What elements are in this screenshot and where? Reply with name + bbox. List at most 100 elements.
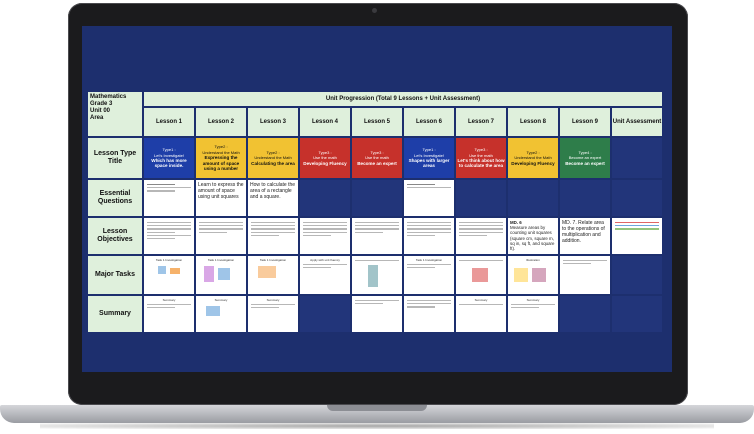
task-shape <box>368 265 378 287</box>
task-thumbnail[interactable]: Task 1 Investigation <box>404 256 454 294</box>
objective-code: MD. 6 <box>510 220 522 225</box>
text-line <box>199 231 227 233</box>
question-thumbnail[interactable] <box>144 180 194 216</box>
summary-thumbnail[interactable] <box>352 296 402 332</box>
laptop-shadow <box>40 423 714 429</box>
text-line <box>251 307 279 309</box>
text-line <box>303 264 347 266</box>
text-line <box>511 307 539 309</box>
lesson-type-card[interactable]: Type2 : Understand the Math Developing F… <box>508 138 558 178</box>
lesson-objective[interactable]: MD. 7. Relate area to the operations of … <box>560 218 610 254</box>
essential-question[interactable]: How to calculate the area of a rectangle… <box>248 180 298 216</box>
text-line <box>407 184 435 186</box>
text-line <box>407 234 435 236</box>
lesson-type-kind: Type3 : <box>474 147 488 153</box>
task-shape <box>218 268 230 280</box>
summary-thumbnail[interactable]: Summary <box>144 296 194 332</box>
task-thumbnail[interactable]: Apply with unit fluency <box>300 256 350 294</box>
task-thumbnail[interactable]: Task 1 Investigation <box>196 256 246 294</box>
lesson-type-name: Understand the Math <box>514 155 552 161</box>
task-title: Illustration <box>526 258 540 262</box>
text-line <box>147 234 191 236</box>
essential-question-text: How to calculate the area of a rectangle… <box>250 182 296 200</box>
row-header-lesson-type: Lesson Type Title <box>88 138 142 178</box>
column-header-lesson-7[interactable]: Lesson 7 <box>456 108 506 136</box>
summary-thumbnail[interactable]: Summary <box>248 296 298 332</box>
text-line <box>147 231 175 233</box>
column-header-lesson-2[interactable]: Lesson 2 <box>196 108 246 136</box>
text-line <box>355 260 399 262</box>
column-header-lesson-5[interactable]: Lesson 5 <box>352 108 402 136</box>
empty-cell <box>352 180 402 216</box>
unit-progression-table: Mathematics Grade 3 Unit 00 Area Unit Pr… <box>88 92 662 332</box>
task-shape <box>532 268 546 282</box>
lesson-objective[interactable]: MD. 6 Measure areas by counting unit squ… <box>508 218 558 254</box>
column-header-lesson-4[interactable]: Lesson 4 <box>300 108 350 136</box>
task-thumbnail[interactable] <box>456 256 506 294</box>
lesson-type-kind: Type3 : <box>318 149 332 155</box>
objective-text: MD. 7. Relate area to the operations of … <box>562 220 605 244</box>
objective-thumbnail[interactable] <box>612 218 662 254</box>
summary-title: Summary <box>526 298 540 302</box>
lesson-type-card[interactable]: Type1 : Let's Investigate! Which has mor… <box>144 138 194 178</box>
empty-cell <box>612 256 662 294</box>
summary-thumbnail[interactable]: Summary <box>508 296 558 332</box>
objective-thumbnail[interactable] <box>456 218 506 254</box>
lesson-type-card[interactable]: Type3 : Use the math Become an expert <box>352 138 402 178</box>
lesson-type-title: Let's think about how to calculate the a… <box>457 158 505 169</box>
lesson-type-card[interactable]: Type4 : Become an expert Become an exper… <box>560 138 610 178</box>
column-header-unit-assessment[interactable]: Unit Assessment <box>612 108 662 136</box>
text-line <box>251 228 295 230</box>
text-line <box>407 303 451 305</box>
summary-thumbnail[interactable] <box>404 296 454 332</box>
column-header-lesson-8[interactable]: Lesson 8 <box>508 108 558 136</box>
question-thumbnail[interactable] <box>404 180 454 216</box>
summary-thumbnail[interactable]: Summary <box>456 296 506 332</box>
objective-thumbnail[interactable] <box>300 218 350 254</box>
task-title: Task 1 Investigation <box>155 258 183 262</box>
lesson-type-title: Expressing the amount of space using a n… <box>202 155 240 172</box>
lesson-type-card[interactable]: Type3 : Use the math Developing Fluency <box>300 138 350 178</box>
task-thumbnail[interactable]: Illustration <box>508 256 558 294</box>
topic-label: Area <box>90 115 104 121</box>
objective-thumbnail[interactable] <box>144 218 194 254</box>
text-line <box>303 228 347 230</box>
task-thumbnail[interactable]: Task 1 Investigation <box>248 256 298 294</box>
summary-title: Summary <box>266 298 280 302</box>
task-thumbnail[interactable] <box>560 256 610 294</box>
essential-question[interactable]: Learn to express the amount of space usi… <box>196 180 246 216</box>
column-header-lesson-9[interactable]: Lesson 9 <box>560 108 610 136</box>
lesson-type-card[interactable]: Type2 : Understand the Math Calculating … <box>248 138 298 178</box>
text-line <box>251 234 279 236</box>
task-thumbnail[interactable]: Task 1 Investigation <box>144 256 194 294</box>
task-thumbnail[interactable] <box>352 256 402 294</box>
summary-thumbnail[interactable]: Summary <box>196 296 246 332</box>
text-line <box>251 225 295 227</box>
text-line <box>199 228 243 230</box>
text-line <box>251 304 295 306</box>
lesson-type-name: Let's Investigate! <box>154 152 184 158</box>
objective-thumbnail[interactable] <box>196 218 246 254</box>
lesson-type-kind: Type1 : <box>162 147 176 153</box>
column-header-lesson-3[interactable]: Lesson 3 <box>248 108 298 136</box>
objective-thumbnail[interactable] <box>248 218 298 254</box>
lesson-type-card[interactable]: Type3 : Use the math Let's think about h… <box>456 138 506 178</box>
text-line <box>615 222 659 224</box>
text-line <box>407 264 451 266</box>
text-line <box>459 304 503 306</box>
lesson-type-name: Use the math <box>313 155 337 161</box>
objective-thumbnail[interactable] <box>404 218 454 254</box>
task-shape <box>170 268 180 274</box>
lesson-type-title: Shapes with larger areas <box>408 158 450 169</box>
column-header-lesson-6[interactable]: Lesson 6 <box>404 108 454 136</box>
text-line <box>355 228 399 230</box>
lesson-type-card[interactable]: Type1 : Let's Investigate! Shapes with l… <box>404 138 454 178</box>
objective-thumbnail[interactable] <box>352 218 402 254</box>
text-line <box>511 304 555 306</box>
column-header-lesson-1[interactable]: Lesson 1 <box>144 108 194 136</box>
text-line <box>303 234 331 236</box>
lesson-type-card[interactable]: Type2 : Understand the Math Expressing t… <box>196 138 246 178</box>
task-shape <box>472 268 488 282</box>
grade-label: Grade 3 <box>90 101 113 107</box>
subject-label: Mathematics <box>90 94 127 100</box>
